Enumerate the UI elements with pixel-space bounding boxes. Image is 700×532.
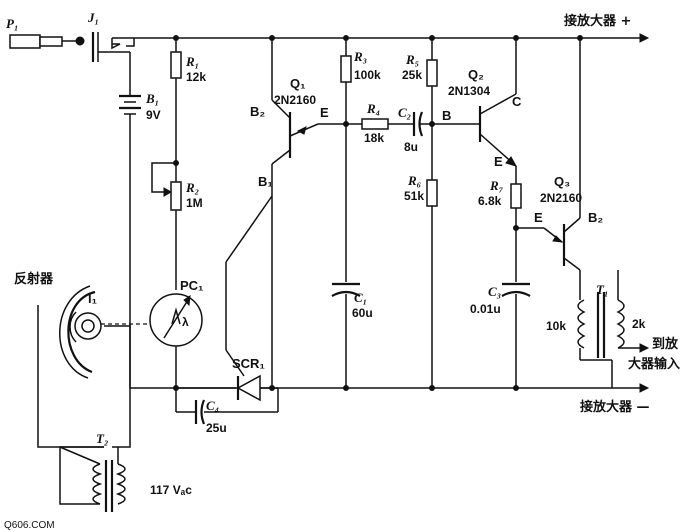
value-r2: 1M — [186, 196, 203, 210]
label-c3: C₃ — [488, 284, 501, 299]
transistor-q1 — [225, 38, 362, 388]
label-q2-c: C — [512, 94, 522, 109]
label-c4: C₄ — [206, 398, 219, 413]
transistor-q2 — [478, 38, 518, 184]
label-p1: P₁ — [6, 16, 18, 31]
resistor-r3 — [340, 38, 352, 282]
value-t1-primary: 10k — [546, 319, 566, 333]
potentiometer-r2 — [151, 162, 182, 290]
transistor-q3 — [516, 38, 581, 300]
label-q2-e: E — [494, 154, 503, 169]
label-pc1: PC₁ — [180, 278, 203, 293]
label-t2: T₂ — [96, 431, 108, 446]
label-l1: l₁ — [88, 291, 97, 306]
resistor-r7 — [510, 183, 522, 282]
label-r7: R₇ — [489, 178, 504, 193]
watermark: Q606.COM — [4, 520, 55, 531]
label-b1: B₁ — [145, 91, 159, 106]
resistor-r4 — [361, 118, 414, 130]
label-q3-b2: B₂ — [588, 210, 603, 225]
label-amp-plus: 接放大器 + — [564, 13, 631, 29]
scr-scr1 — [176, 262, 278, 402]
label-lambda: λ — [182, 315, 189, 329]
label-r5: R₅ — [405, 52, 419, 67]
capacitor-c1 — [331, 282, 361, 388]
transformer-t1 — [577, 270, 650, 361]
value-c2: 8u — [404, 140, 418, 154]
label-c2: C₂ — [398, 105, 411, 120]
label-q1-b1: B₁ — [258, 174, 273, 189]
value-r1: 12k — [186, 70, 206, 84]
resistor-r5 — [426, 38, 438, 180]
label-r2: R₂ — [185, 180, 199, 195]
lamp-reflector — [37, 285, 150, 448]
plug-p1 — [9, 34, 85, 49]
type-q3: 2N2160 — [540, 191, 582, 205]
value-r6: 51k — [404, 189, 424, 203]
label-t1: T₁ — [596, 282, 608, 297]
label-q2: Q₂ — [468, 67, 484, 82]
label-output-line2: 大器输入 — [628, 356, 680, 372]
label-q1: Q₁ — [290, 76, 306, 91]
capacitor-c3 — [501, 282, 531, 388]
value-b1: 9V — [146, 108, 161, 122]
value-c1: 60u — [352, 306, 373, 320]
jack-j1 — [91, 32, 135, 62]
value-c3: 0.01u — [470, 302, 501, 316]
value-r7: 6.8k — [478, 194, 502, 208]
label-q3: Q₃ — [554, 174, 570, 189]
resistor-r6 — [426, 179, 438, 388]
type-q1: 2N2160 — [274, 93, 316, 107]
label-r4: R₄ — [366, 101, 380, 116]
label-q3-e: E — [534, 210, 543, 225]
value-t1-secondary: 2k — [632, 317, 646, 331]
positive-rail — [112, 33, 650, 43]
capacitor-c4 — [176, 388, 279, 425]
photocell-pc1 — [149, 293, 203, 412]
label-r6: R₆ — [407, 173, 422, 188]
label-r1: R₁ — [185, 54, 199, 69]
label-c1: C₁ — [354, 290, 367, 305]
type-q2: 2N1304 — [448, 84, 490, 98]
label-node-b: B — [442, 108, 451, 123]
label-j1: J₁ — [87, 10, 99, 25]
label-reflector: 反射器 — [14, 271, 54, 287]
value-r4: 18k — [364, 131, 384, 145]
value-c4: 25u — [206, 421, 227, 435]
negative-rail — [130, 360, 650, 393]
label-r3: R₃ — [353, 49, 367, 64]
value-r5: 25k — [402, 68, 422, 82]
transformer-t2 — [59, 446, 126, 512]
label-q1-b2: B₂ — [250, 104, 265, 119]
junction-dots — [173, 35, 583, 391]
label-amp-minus: 接放大器 — — [580, 399, 650, 415]
label-q1-e: E — [320, 105, 329, 120]
label-output-line1: 到放 — [652, 336, 679, 352]
label-scr1: SCR₁ — [232, 356, 265, 371]
value-ac: 117 Vₐc — [150, 483, 192, 497]
value-r3: 100k — [354, 68, 381, 82]
labels: P₁ J₁ B₁ 9V R₁ 12k R₂ 1M PC₁ λ l₁ 反射器 SC… — [4, 10, 680, 531]
